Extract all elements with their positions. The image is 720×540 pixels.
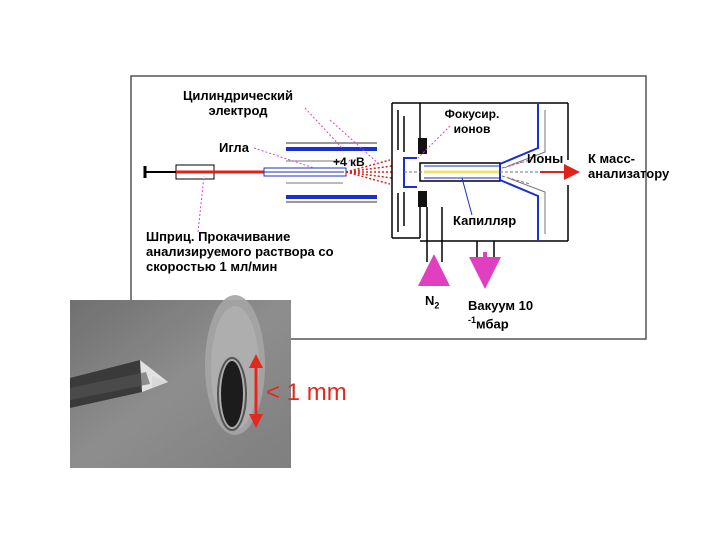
scale-label: < 1 mm (266, 379, 347, 406)
label-capillary: Капилляр (453, 213, 517, 228)
label-ions: Ионы (527, 151, 564, 166)
label-electrode: Цилиндрический электрод (182, 88, 294, 118)
label-vacuum: Вакуум 10 -1мбар (468, 298, 534, 332)
collar-bottom (418, 191, 427, 207)
label-n2: N2 (425, 293, 440, 311)
label-mass-analyzer: К масс-анализатору (588, 151, 670, 181)
label-voltage: +4 кВ (333, 155, 365, 169)
label-focus: Фокусир. ионов (444, 107, 500, 136)
collar-top (418, 138, 427, 154)
capillary-orifice-photo (221, 361, 243, 427)
label-needle: Игла (219, 140, 249, 155)
needle-photo (70, 295, 291, 468)
chamber-wall (391, 102, 420, 239)
label-syringe: Шприц. Прокачивание анализируемого раств… (146, 229, 334, 274)
leader-lines (197, 107, 523, 233)
diagram-frame (130, 75, 647, 340)
